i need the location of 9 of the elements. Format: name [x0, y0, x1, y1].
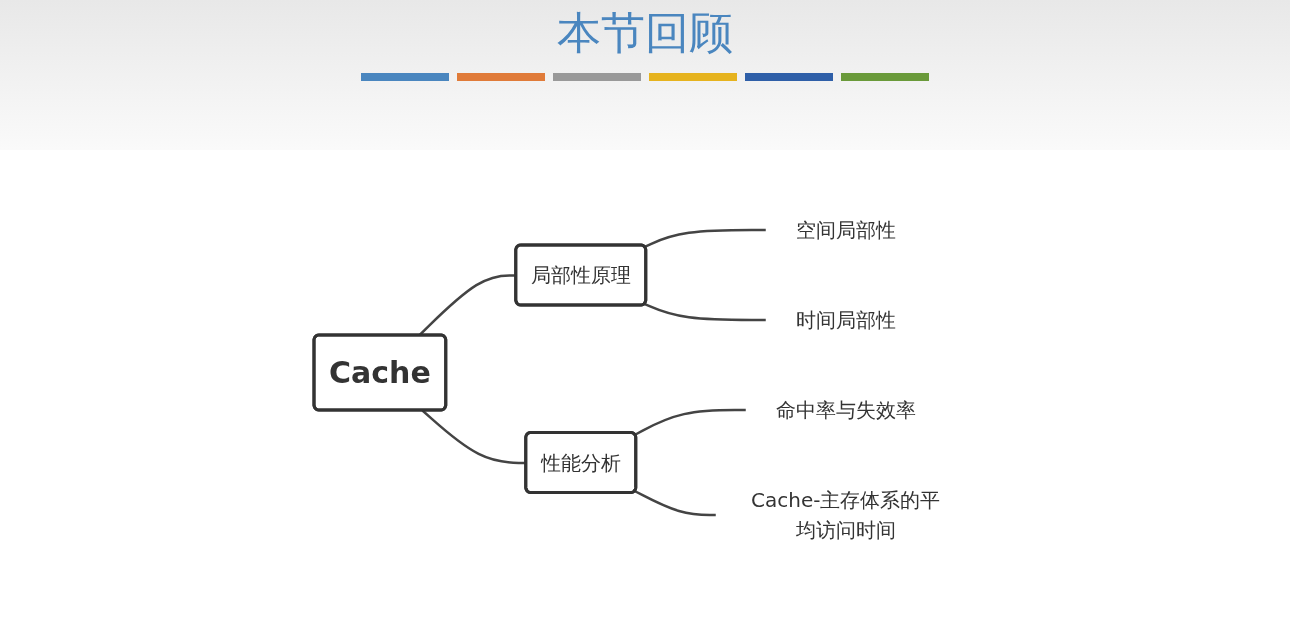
- node-text: 空间局部性: [795, 218, 896, 242]
- node-text: Cache-主存体系的平均访问时间: [751, 488, 941, 542]
- node-text: 时间局部性: [795, 308, 896, 332]
- connector: [644, 302, 766, 322]
- connector: [634, 408, 746, 436]
- title: 本节回顾: [557, 6, 733, 60]
- connector: [644, 228, 766, 249]
- connector: [634, 490, 716, 517]
- node-text: 命中率与失效率: [775, 398, 916, 422]
